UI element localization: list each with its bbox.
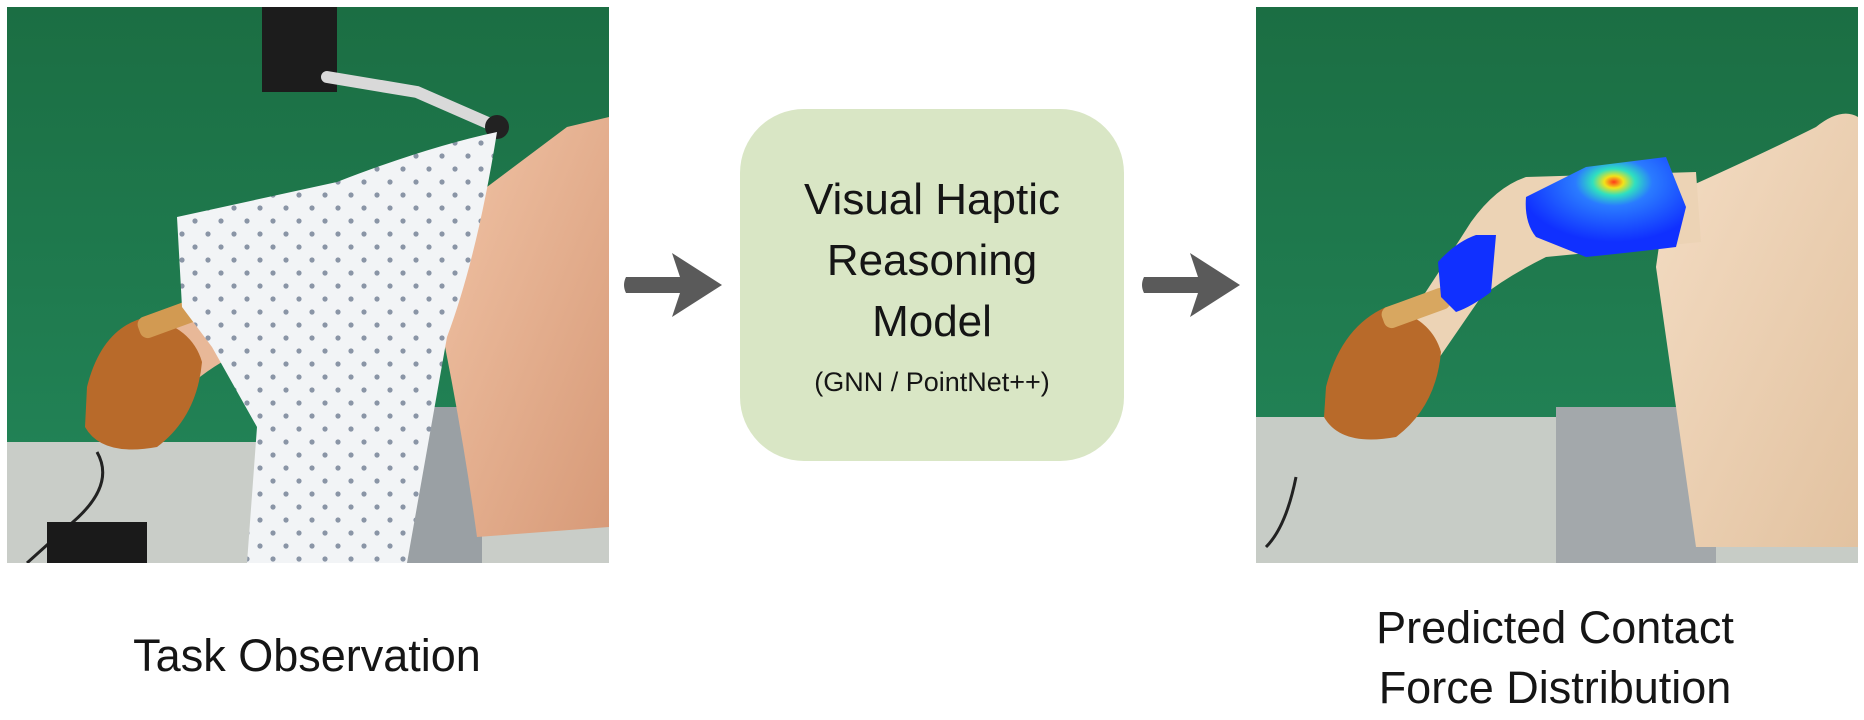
- force-heatmap-forearm: [1438, 235, 1496, 312]
- task-observation-caption: Task Observation: [133, 630, 481, 681]
- model-subtitle: (GNN / PointNet++): [814, 367, 1050, 397]
- right-arrow-icon: [1142, 253, 1240, 317]
- model-box: Visual Haptic Reasoning Model (GNN / Poi…: [740, 109, 1124, 461]
- force-heatmap-upper-arm: [1525, 157, 1686, 257]
- task-observation-photo: [7, 7, 609, 563]
- predicted-force-caption: Predicted Contact Force Distribution: [1376, 602, 1734, 713]
- right-arrow-icon: [624, 253, 722, 317]
- predicted-contact-force-image: [1256, 7, 1858, 563]
- predicted-force-photo: [1256, 7, 1858, 563]
- hospital-gown: [177, 132, 497, 563]
- brown-glove: [85, 317, 202, 450]
- brown-glove: [1324, 307, 1441, 440]
- model-title: Visual Haptic Reasoning Model: [804, 175, 1060, 346]
- task-observation-image: [7, 7, 609, 563]
- mannequin-torso: [1656, 113, 1858, 548]
